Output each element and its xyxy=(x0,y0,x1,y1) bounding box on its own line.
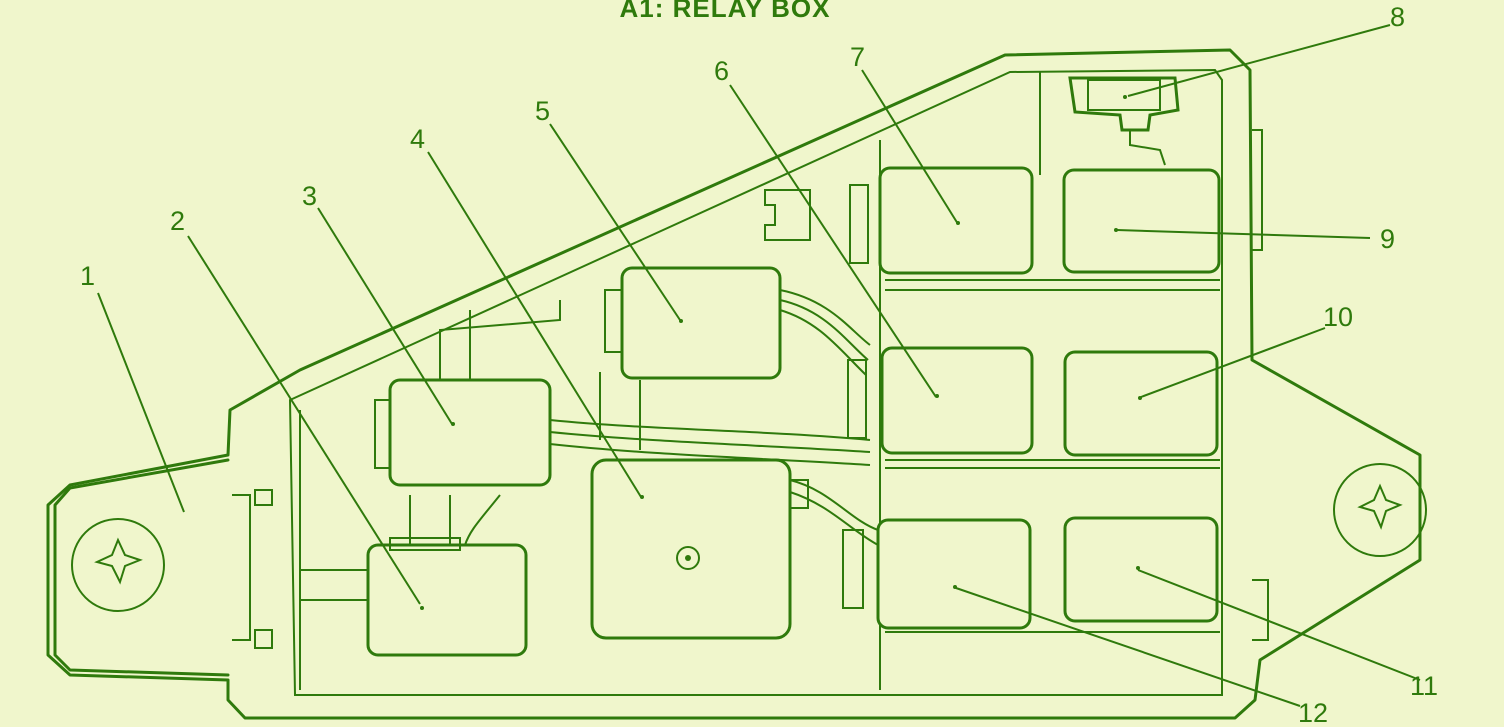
relay-3 xyxy=(374,378,552,487)
callout-12: 12 xyxy=(1298,698,1328,727)
relay-7 xyxy=(764,166,1034,275)
callout-1: 1 xyxy=(80,261,95,291)
connector-8 xyxy=(1068,76,1180,166)
relay-6 xyxy=(847,346,1034,455)
callout-11: 11 xyxy=(1410,671,1438,701)
relay-12 xyxy=(842,518,1032,630)
callout-2: 2 xyxy=(170,206,185,236)
wiring-harness xyxy=(300,289,879,601)
relay-5 xyxy=(604,266,782,380)
relay-9 xyxy=(1062,168,1221,274)
left-mounting-ear xyxy=(53,458,230,677)
relay-10 xyxy=(1063,350,1219,457)
right-mounting-ear xyxy=(1333,463,1427,557)
leader-lines xyxy=(97,24,1421,707)
side-clip xyxy=(232,489,273,649)
relay-2 xyxy=(366,537,528,657)
callout-3: 3 xyxy=(302,181,317,211)
callout-10: 10 xyxy=(1323,302,1353,332)
relay-4 xyxy=(590,458,809,640)
relay-11 xyxy=(1063,516,1219,623)
callout-6: 6 xyxy=(714,56,729,86)
callout-7: 7 xyxy=(850,42,865,72)
callout-4: 4 xyxy=(410,124,425,154)
callout-8: 8 xyxy=(1390,2,1405,32)
callout-5: 5 xyxy=(535,96,550,126)
relay-tray-strips xyxy=(885,279,1220,633)
callout-labels: 1 2 3 4 5 6 7 8 9 10 11 12 xyxy=(80,2,1438,727)
callout-9: 9 xyxy=(1380,224,1395,254)
diagram-title: A1: RELAY BOX xyxy=(620,0,831,23)
